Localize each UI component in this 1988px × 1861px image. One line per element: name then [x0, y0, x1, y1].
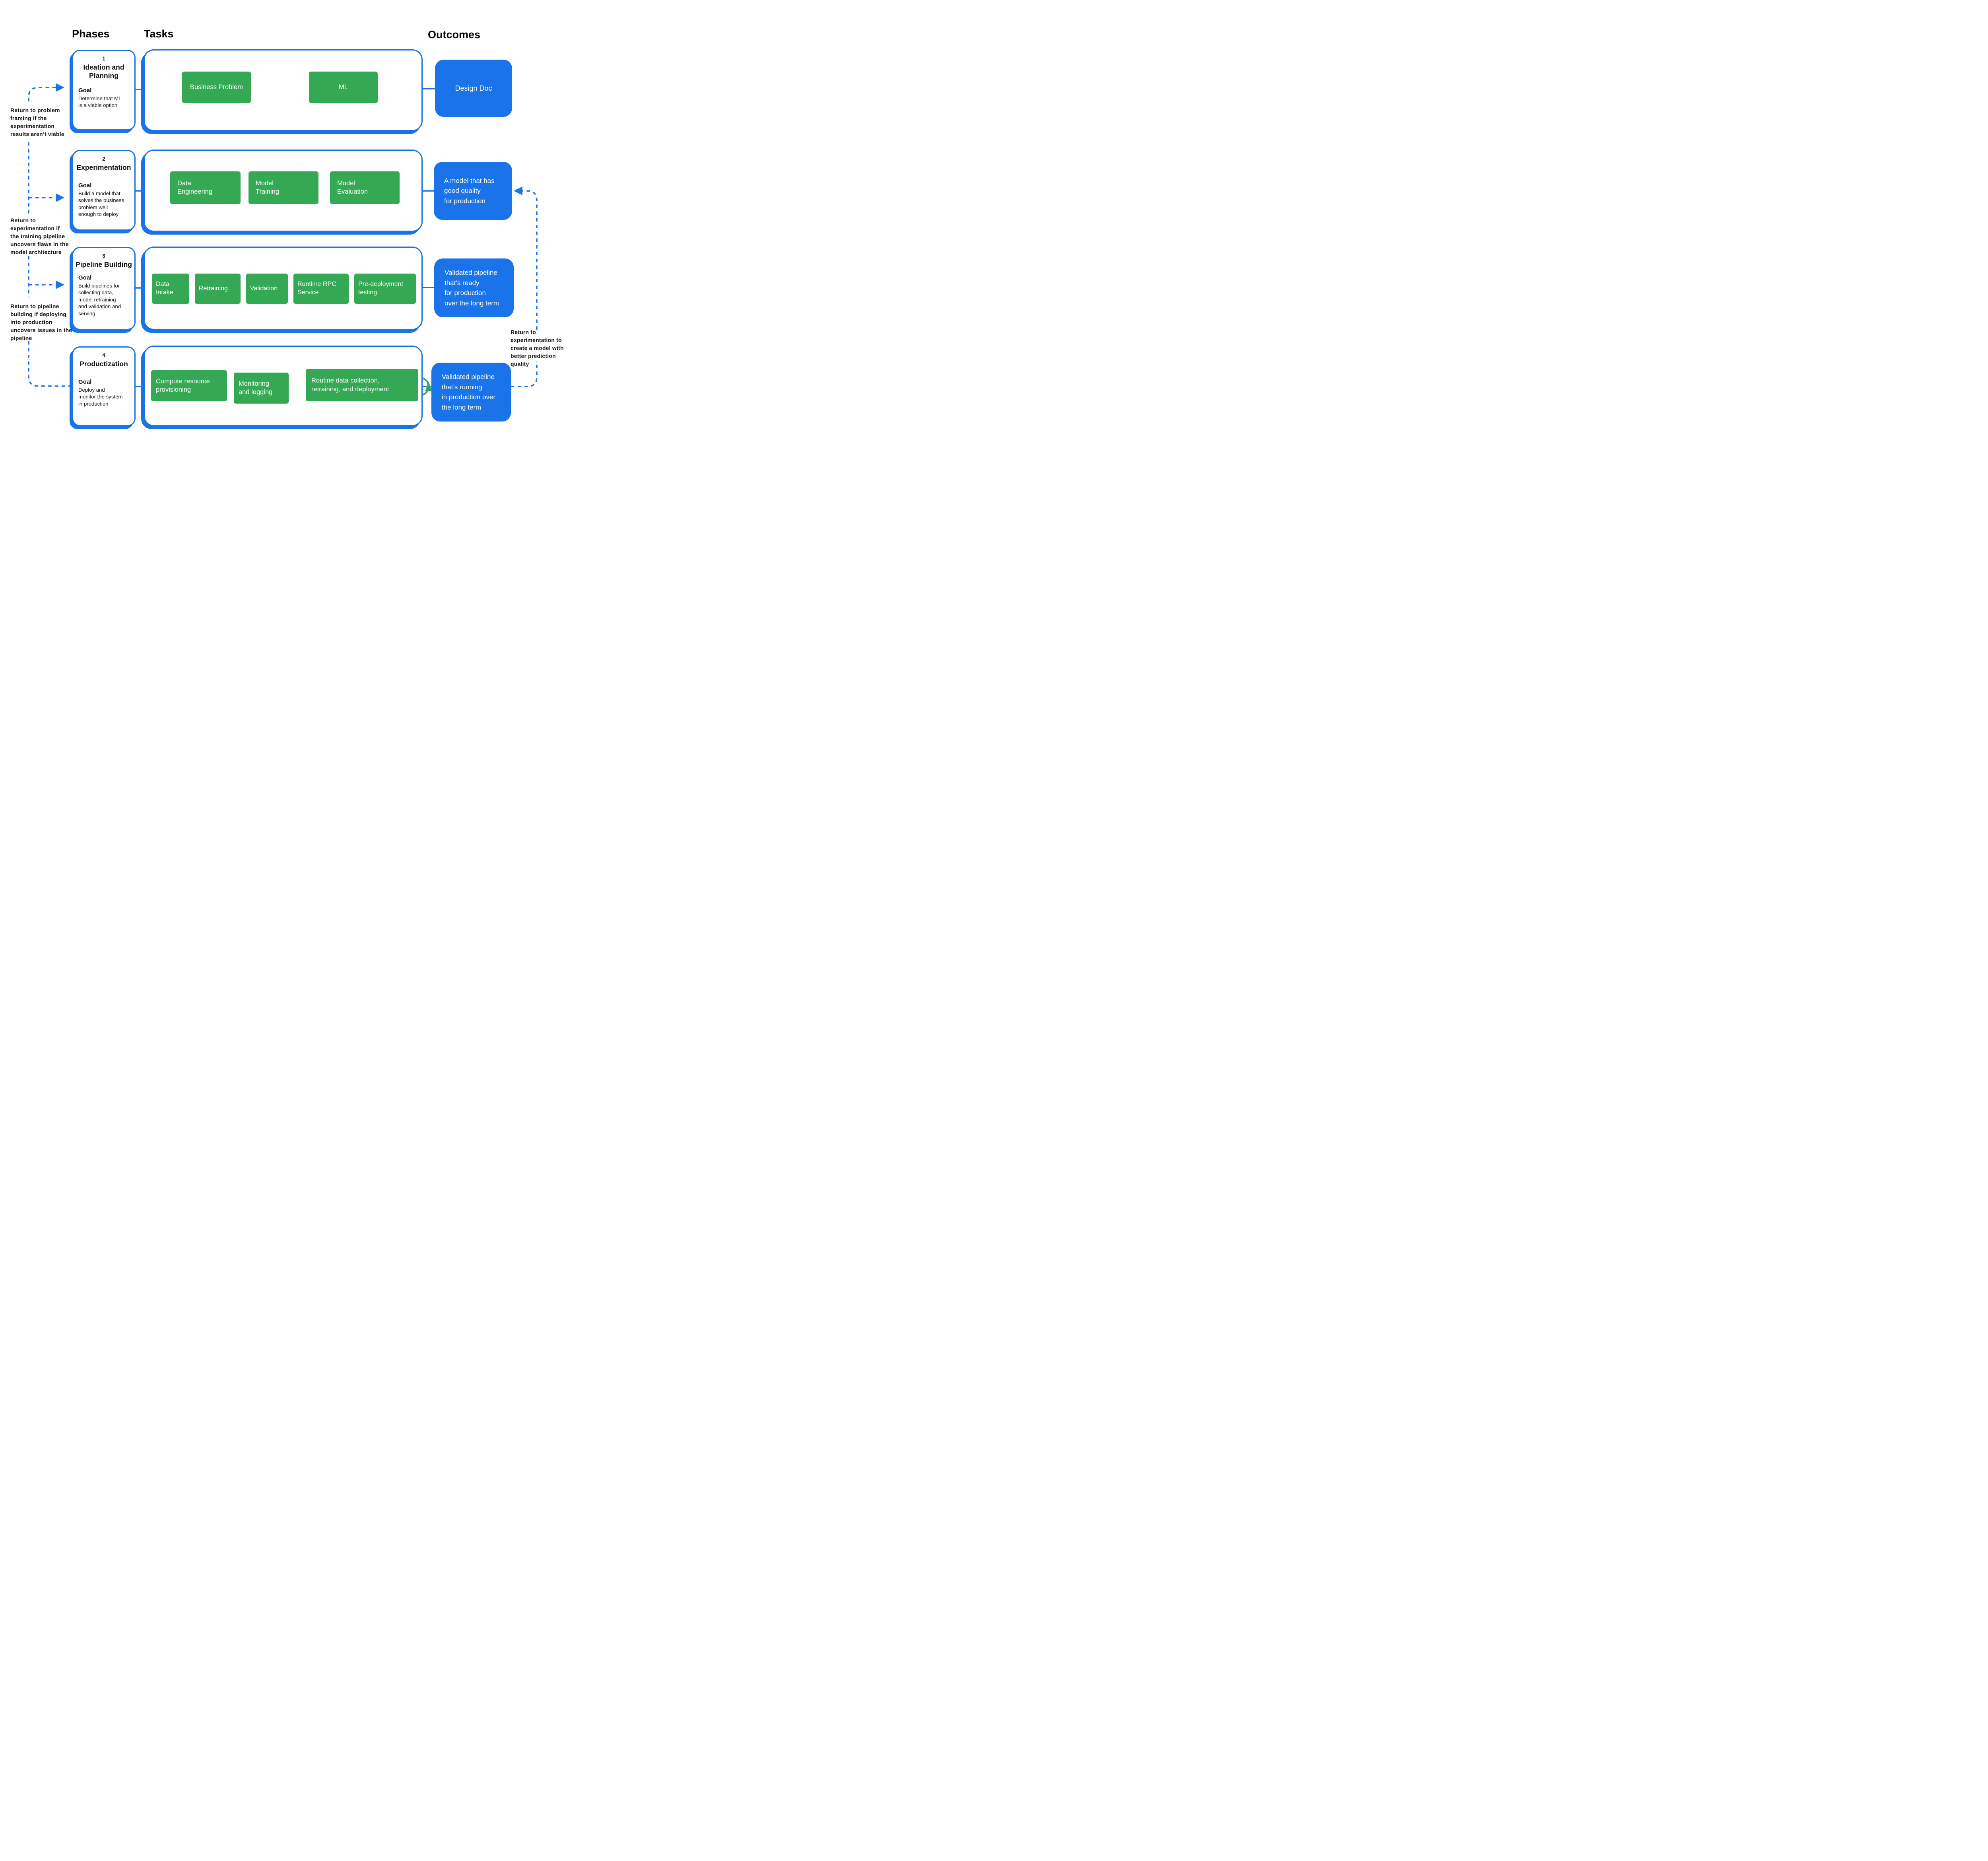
task-runtime-rpc-service: Runtime RPC Service [293, 274, 349, 304]
goal-text: Deploy and monitor the system in product… [78, 387, 123, 407]
return-arrow-phase2-icon [56, 193, 64, 202]
phase-card-experimentation: 2 Experimentation Goal Build a model tha… [72, 150, 136, 231]
outcome-validated-pipeline-ready: Validated pipeline that’s ready for prod… [434, 258, 514, 317]
phase-number: 2 [102, 156, 105, 162]
task-ml: ML [309, 72, 378, 103]
task-model-evaluation: Model Evaluation [330, 171, 400, 204]
phase-card-productization: 4 Productization Goal Deploy and monitor… [72, 346, 136, 426]
note-return-pipeline-building: Return to pipeline building if deploying… [10, 303, 72, 341]
phase-card-ideation-planning: 1 Ideation and Planning Goal Determine t… [72, 50, 136, 130]
goal-text: Determine that ML is a viable option [78, 95, 122, 109]
note-return-experimentation: Return to experimentation if the trainin… [10, 217, 69, 255]
phase-number: 4 [102, 352, 105, 358]
phase-title: Pipeline Building [76, 260, 132, 268]
task-routine-data-collection: Routine data collection, retraining, and… [306, 369, 418, 401]
task-model-training: Model Training [248, 171, 318, 204]
goal-label: Goal [78, 379, 92, 385]
return-arrow-phase3-icon [56, 280, 64, 289]
return-arrow-phase1-icon [56, 83, 64, 92]
outcomes-column-header: Outcomes [428, 29, 481, 41]
phase-title: Experimentation [76, 163, 131, 171]
goal-label: Goal [78, 274, 92, 281]
goal-label: Goal [78, 87, 92, 94]
note-return-experimentation-quality: Return to experimentation to create a mo… [511, 329, 564, 367]
green-connectors [189, 86, 354, 387]
ml-workflow-diagram: Phases Tasks Outcomes [0, 0, 564, 465]
phase-title: Ideation and Planning [83, 63, 124, 80]
return-arrow-outcome2-icon [514, 186, 522, 195]
tasks-column-header: Tasks [144, 28, 174, 40]
outcome-model-good-quality: A model that has good quality for produc… [434, 162, 512, 220]
phase-card-pipeline-building: 3 Pipeline Building Goal Build pipelines… [72, 247, 136, 330]
task-monitoring-and-logging: Monitoring and logging [234, 373, 289, 404]
task-validation: Validation [246, 274, 288, 304]
task-data-intake: Data Intake [152, 274, 189, 304]
note-return-problem-framing: Return to problem framing if the experim… [10, 107, 64, 137]
task-compute-resource-provisioning: Compute resource provisioning [151, 370, 227, 401]
outcome-validated-pipeline-running: Validated pipeline that’s running in pro… [431, 363, 511, 422]
outcome-design-doc: Design Doc [435, 60, 512, 117]
task-retraining: Retraining [195, 274, 241, 304]
goal-text: Build pipelines for collecting data, mod… [78, 283, 121, 317]
task-data-engineering: Data Engineering [170, 171, 241, 204]
phases-column-header: Phases [72, 28, 110, 40]
goal-text: Build a model that solves the business p… [78, 190, 124, 218]
phase-number: 1 [102, 56, 105, 62]
phase-title: Productization [80, 360, 128, 368]
blue-connectors [134, 88, 435, 387]
phase-number: 3 [102, 253, 105, 259]
task-business-problem: Business Problem [182, 72, 251, 103]
goal-label: Goal [78, 182, 92, 189]
task-pre-deployment-testing: Pre-deployment testing [354, 274, 416, 304]
